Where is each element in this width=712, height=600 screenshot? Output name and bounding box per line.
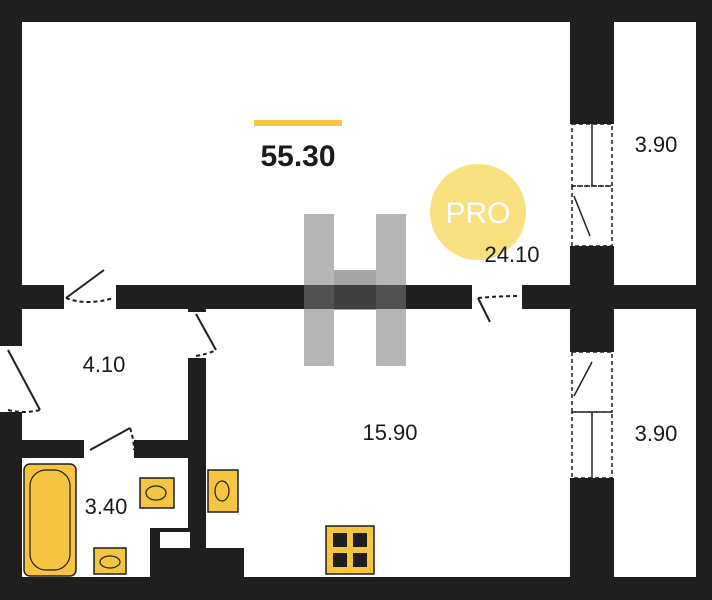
door-gap-entrance — [0, 346, 22, 412]
door-gap-living-hall — [64, 285, 116, 309]
door-gap-bath — [84, 440, 134, 458]
watermark-logo-icon — [304, 214, 406, 366]
fixtures — [23, 463, 375, 577]
windows — [571, 123, 613, 479]
door-arc — [65, 297, 115, 303]
room-area-hallway: 4.10 — [83, 352, 126, 377]
room-area-living: 24.10 — [484, 242, 539, 267]
pro-badge-label: PRO — [445, 197, 510, 230]
window-icon — [571, 185, 613, 247]
door-arc — [7, 409, 41, 413]
sink-icon — [93, 547, 127, 575]
door-icon — [65, 269, 105, 299]
sink-icon — [207, 469, 239, 513]
wall-hall-kitchen — [188, 309, 206, 577]
door-icon — [195, 313, 217, 351]
room-area-balcony-top: 3.90 — [635, 132, 678, 157]
door-arc — [129, 427, 135, 451]
bathtub-icon — [23, 463, 77, 577]
wall-stub-gap — [160, 532, 190, 548]
window-gap-top-2 — [570, 186, 614, 246]
toilet-icon — [139, 477, 175, 509]
total-area: 55.30 — [260, 140, 335, 173]
door-icon — [477, 297, 491, 323]
door-arc — [477, 295, 521, 299]
wall-top — [0, 0, 712, 22]
door-icon — [7, 349, 41, 411]
window-gap-bottom-1 — [570, 352, 614, 412]
door-icon — [89, 427, 131, 451]
room-area-balcony-bottom: 3.90 — [635, 421, 678, 446]
wall-stub-2 — [206, 548, 244, 577]
total-area-accent — [254, 120, 342, 126]
door-arc — [195, 349, 217, 357]
door-swings — [7, 269, 521, 451]
pro-badge — [430, 164, 526, 260]
wall-bottom — [0, 577, 712, 600]
door-gap-hall-kitchen — [188, 312, 206, 358]
room-area-kitchen: 15.90 — [362, 420, 417, 445]
room-area-bathroom: 3.40 — [85, 494, 128, 519]
